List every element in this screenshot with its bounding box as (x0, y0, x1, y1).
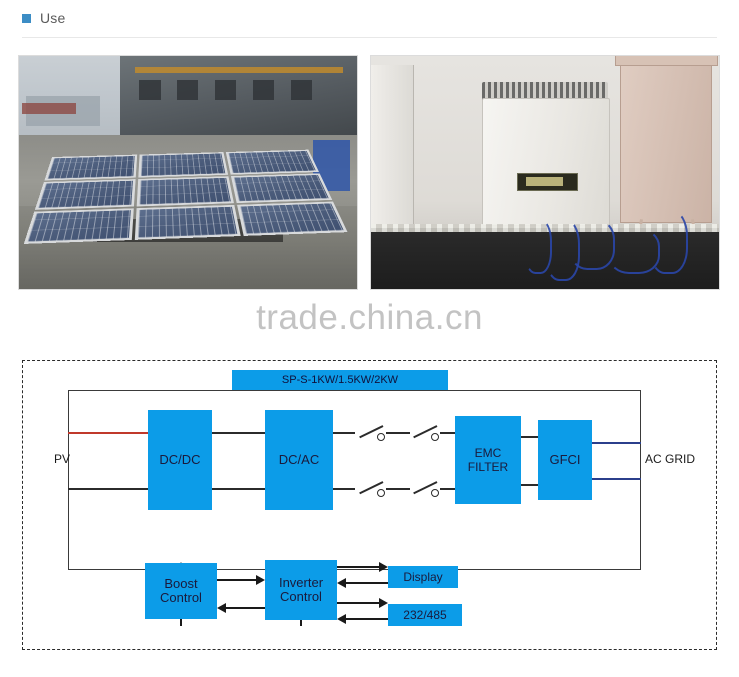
photo-rooftop-solar-array[interactable] (18, 55, 358, 290)
wire-switch-to-emc-bottom (440, 488, 455, 490)
solar-panel (23, 207, 134, 244)
solar-panel (230, 173, 333, 203)
solar-panel (44, 154, 138, 181)
relay-contact-top-2 (409, 424, 461, 442)
section-header: Use (0, 0, 739, 38)
right-wooden-cabinet (615, 56, 719, 224)
photo-wall-mounted-inverter[interactable] (370, 55, 720, 290)
block-dc-ac-inverter: DC/AC (265, 410, 333, 510)
relay-contact-bottom-2 (409, 480, 461, 498)
wire-dcac-to-switch-top (333, 432, 355, 434)
diagram-outer-enclosure (22, 360, 717, 650)
wire-pv-negative (68, 488, 148, 490)
section-header-inner: Use (22, 11, 66, 25)
relay-contact-top-1 (355, 424, 407, 442)
header-divider (22, 37, 717, 38)
red-roof-building (22, 102, 77, 115)
block-serial-comm: 232/485 (388, 604, 462, 626)
photo-content (371, 56, 719, 289)
arrow-comm-to-inverter (337, 614, 388, 624)
inverter-lcd-display (517, 172, 579, 191)
solar-panel (34, 179, 136, 210)
solar-panel-array (23, 149, 348, 244)
block-inverter-control: Inverter Control (265, 560, 337, 620)
solar-panel (134, 204, 241, 240)
solar-panel (225, 149, 320, 175)
arrow-inverter-to-boost (217, 603, 265, 613)
bullet-square-icon (22, 13, 31, 23)
power-stage-enclosure (68, 390, 641, 570)
arrow-boost-to-inverter (217, 575, 265, 585)
block-emc-filter: EMC FILTER (455, 416, 521, 504)
photo-content (19, 56, 357, 289)
watermark-text: trade.china.cn (256, 298, 483, 337)
wire-emc-to-gfci-bottom (521, 484, 538, 486)
arrow-display-to-inverter (337, 578, 388, 588)
solar-panel (237, 201, 348, 236)
wire-dcdc-to-dcac-bottom (212, 488, 265, 490)
wire-dcac-to-switch-bottom (333, 488, 355, 490)
wire-gfci-out-bottom (592, 478, 641, 480)
block-dc-dc-converter: DC/DC (148, 410, 212, 510)
wire-between-top-switches (386, 432, 410, 434)
wire-gfci-out-top (592, 442, 641, 444)
wire-switch-to-emc-top (440, 432, 455, 434)
block-gfci: GFCI (538, 420, 592, 500)
system-block-diagram: SP-S-1KW/1.5KW/2KW PV AC GRID DC/DC DC/A… (0, 348, 739, 677)
arrow-inverter-to-comm (337, 598, 388, 608)
solar-panel (136, 176, 234, 207)
inverter-enclosure (482, 97, 610, 226)
label-ac-grid-output: AC GRID (645, 452, 696, 466)
solar-panel (138, 152, 229, 178)
label-pv-input: PV (54, 452, 71, 466)
wire-between-bottom-switches (386, 488, 410, 490)
page-title: Use (40, 10, 66, 26)
wire-pv-positive (68, 432, 148, 434)
wire-emc-to-gfci-top (521, 436, 538, 438)
diagram-title-label: SP-S-1KW/1.5KW/2KW (232, 370, 448, 390)
wire-dcdc-to-dcac-top (212, 432, 265, 434)
arrow-inverter-to-display (337, 562, 388, 572)
block-display: Display (388, 566, 458, 588)
relay-contact-bottom-1 (355, 480, 407, 498)
factory-building (120, 56, 357, 136)
block-boost-control: Boost Control (145, 563, 217, 619)
